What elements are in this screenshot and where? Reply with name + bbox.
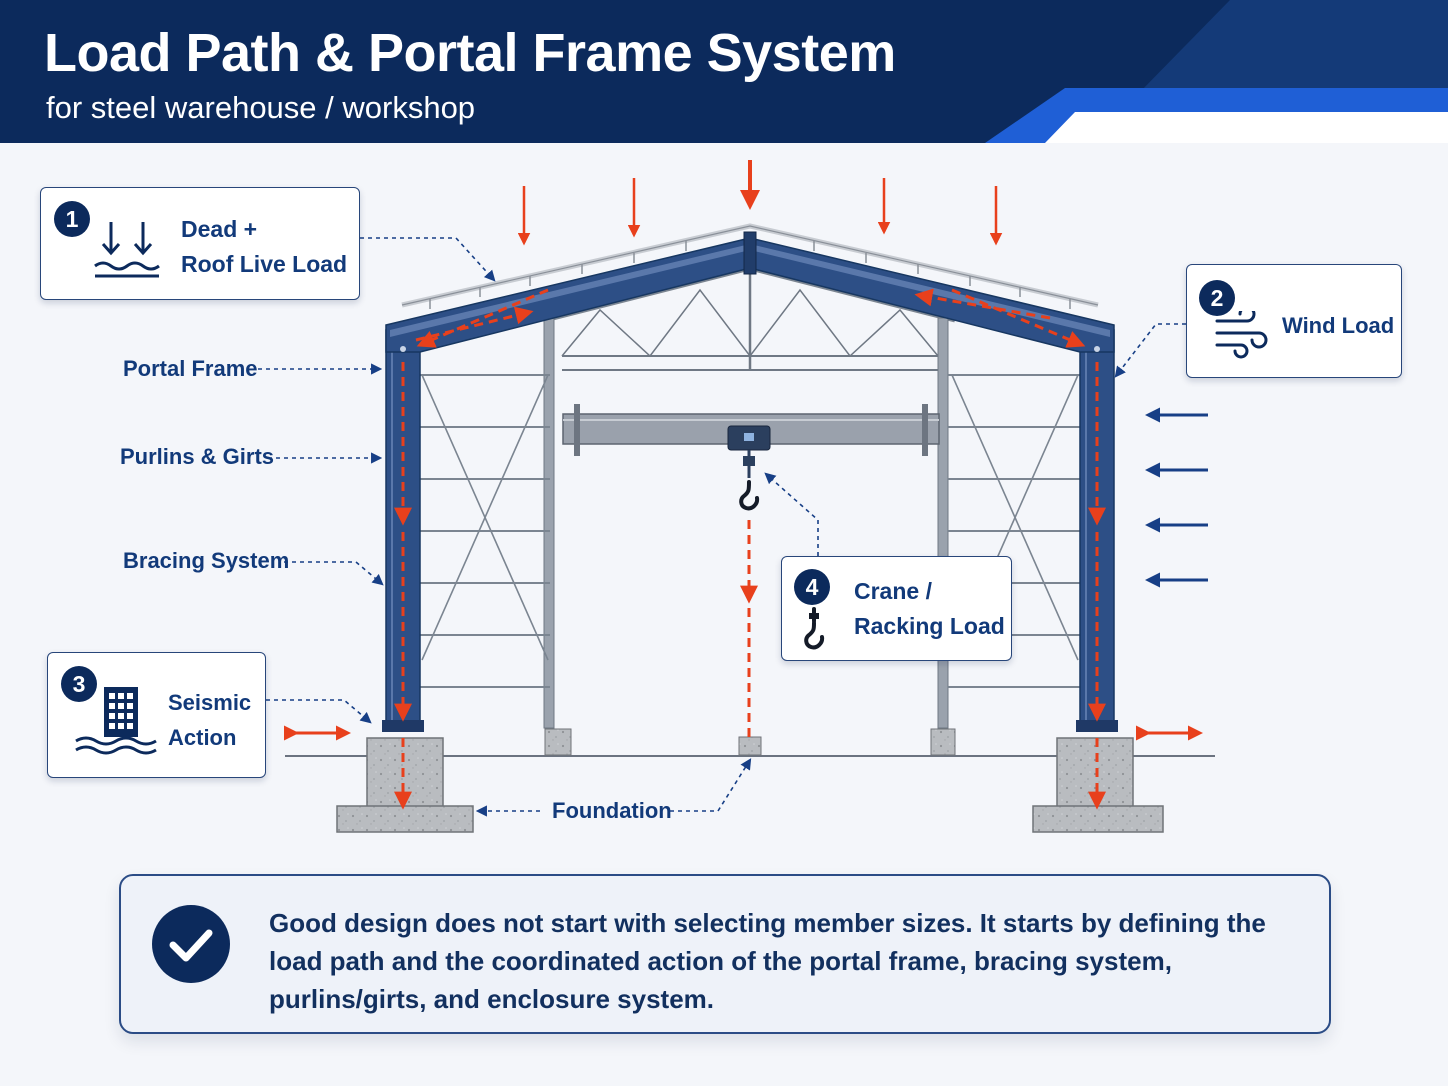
purlins-girts-label: Purlins & Girts xyxy=(120,444,275,469)
bracing-system-label: Bracing System xyxy=(123,548,290,573)
crane-hook-icon xyxy=(727,425,771,511)
page-title: Load Path & Portal Frame System xyxy=(44,23,896,83)
callout-leaders xyxy=(258,237,1186,817)
foundation-label: Foundation xyxy=(552,798,672,823)
seismic-line1: Seismic xyxy=(168,690,252,715)
load-path-arrows xyxy=(394,288,1106,810)
wind-icon xyxy=(1215,311,1268,359)
portal-frame-label: Portal Frame xyxy=(123,356,258,381)
portal-frame-diagram xyxy=(258,160,1215,833)
design-principle-note: Good design does not start with selectin… xyxy=(119,874,1331,1034)
seismic-line2: Action xyxy=(168,725,237,750)
header-banner: Load Path & Portal Frame System for stee… xyxy=(0,0,1448,143)
dead-load-badge: 1 xyxy=(54,201,90,237)
wind-load-card: 2 Wind Load xyxy=(1186,264,1402,378)
dead-load-line1: Dead + xyxy=(181,216,258,242)
wind-load-arrows xyxy=(1145,407,1208,588)
building-waves-icon xyxy=(75,687,157,755)
seismic-badge: 3 xyxy=(61,666,97,702)
wind-load-text: Wind Load xyxy=(1282,313,1395,338)
page-subtitle: for steel warehouse / workshop xyxy=(46,90,476,125)
crane-load-card: 4 Crane / Racking Load xyxy=(781,556,1012,661)
dead-load-card: 1 Dead + Roof Live Load xyxy=(40,187,360,300)
roof-load-arrows xyxy=(517,160,1003,246)
wind-load-badge: 2 xyxy=(1199,280,1235,316)
design-principle-text: Good design does not start with selectin… xyxy=(269,908,1266,1014)
crane-load-line2: Racking Load xyxy=(854,613,1005,639)
dead-load-line2: Roof Live Load xyxy=(181,251,348,277)
checkmark-icon xyxy=(152,905,230,983)
roof-sheeting xyxy=(401,223,1099,309)
dead-load-arrows-icon xyxy=(94,222,160,278)
foundations xyxy=(336,728,1164,833)
crane-hook-icon xyxy=(804,607,825,650)
crane-load-line1: Crane / xyxy=(854,578,932,604)
seismic-card: 3 Seismic Action xyxy=(47,652,266,778)
header-accent-stripes xyxy=(985,0,1448,143)
left-girts-bracing xyxy=(420,374,550,688)
crane-load-badge: 4 xyxy=(794,569,830,605)
